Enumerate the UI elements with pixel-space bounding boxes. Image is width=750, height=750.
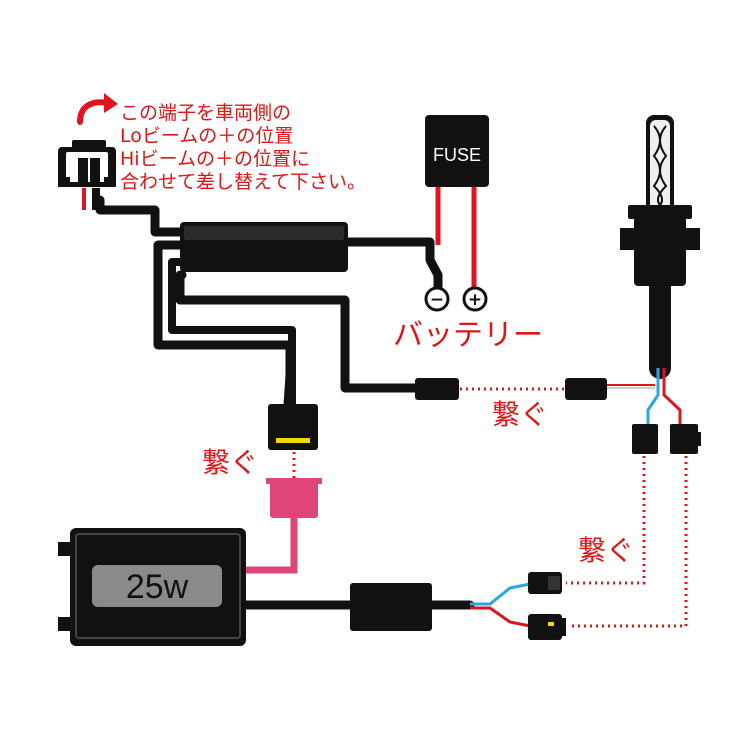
plus-icon: + [468, 290, 482, 310]
pink-connector [245, 478, 322, 574]
wire-connector-to-relay [95, 195, 187, 237]
swap-arrow-icon [77, 93, 118, 125]
relay-harness [180, 222, 348, 272]
hid-bulb [620, 115, 700, 286]
instruction-line-4: 合わせて差し替えて下さい。 [120, 171, 366, 193]
dotted-connection-lines [292, 387, 688, 628]
instruction-line-2: Loビームの＋の位置 [120, 125, 293, 147]
connect-label-left: 繋ぐ [202, 446, 258, 479]
battery-minus-terminal [424, 286, 450, 312]
ballast-label: 25w [126, 568, 189, 606]
instruction-text: この端子を車両側の Loビームの＋の位置 Hiビームの＋の位置に 合わせて差し替… [120, 102, 366, 193]
battery-plus-terminal [462, 286, 488, 312]
bulb-blue-lead [646, 368, 660, 428]
fuse: FUSE [425, 115, 489, 290]
wire-relay-left-inner [168, 258, 296, 409]
connect-label-center: 繋ぐ [492, 398, 548, 431]
right-harness-connector [415, 378, 607, 400]
bulb-pin-connectors [632, 424, 701, 454]
battery-label: バッテリー [393, 318, 543, 353]
igniter-red-wire [470, 606, 531, 628]
instruction-line-1: この端子を車両側の [120, 102, 291, 124]
minus-icon: − [430, 290, 444, 310]
fuse-label: FUSE [433, 145, 481, 165]
vehicle-connector [58, 140, 116, 210]
wire-relay-to-battery [340, 237, 443, 295]
bulb-red-lead [662, 368, 682, 428]
wire-relay-to-right [175, 270, 420, 393]
dotted-right-link-2 [568, 456, 688, 628]
battery-terminals: − + バッテリー [393, 286, 543, 353]
connect-label-right: 繋ぐ [578, 534, 634, 567]
igniter [350, 583, 432, 631]
black-wires [95, 195, 671, 610]
bulb-lead-wires [605, 368, 682, 428]
ballast-panel [92, 565, 222, 607]
instruction-line-3: Hiビームの＋の位置に [120, 148, 310, 170]
center-connector [268, 404, 318, 450]
igniter-output-connectors [528, 572, 566, 640]
dotted-right-link-1 [566, 456, 646, 585]
ballast: 25w [58, 528, 246, 646]
igniter-output-wires [470, 582, 531, 628]
igniter-blue-wire [470, 582, 531, 606]
